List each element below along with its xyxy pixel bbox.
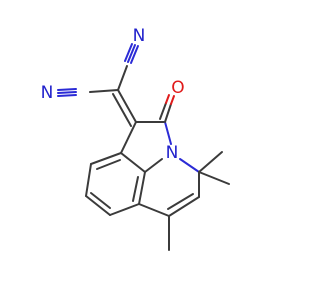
bond-triple-left-1	[57, 88, 77, 91]
bond-carbonyl-1	[164, 103, 172, 123]
bond-benz-4	[85, 195, 111, 216]
bond-triple-left-2	[57, 91, 77, 94]
benzene-ring	[85, 152, 146, 216]
bond-benz-5	[85, 163, 92, 197]
bond-benz-4-inner	[90, 192, 111, 209]
bond-carbonyl-o-2	[165, 94, 170, 104]
bond-c-cn-top	[117, 65, 128, 91]
bond-n-c4	[179, 158, 200, 173]
bond-c-cn-left	[89, 89, 119, 93]
bond-triple-left-3	[57, 94, 77, 97]
atom-nitrile-left-n: N	[41, 83, 54, 103]
bond-carbonyl-o-1	[170, 95, 175, 105]
bond-triple-top-1	[124, 43, 133, 62]
atom-nitrile-top-n: N	[133, 26, 146, 46]
bond-c6-c6a	[138, 203, 170, 217]
atom-ring-n: N	[166, 143, 179, 163]
bond-n-c9	[144, 158, 163, 173]
bond-carbonyl-2	[159, 102, 167, 120]
bond-benz-6-inner	[96, 159, 121, 170]
methyl-groups	[168, 151, 230, 251]
bond-benz-1	[120, 152, 146, 173]
bond-c2-c8a	[120, 121, 137, 154]
atom-carbonyl-o: O	[171, 78, 184, 98]
pyrrolidone-ring	[120, 121, 172, 173]
bond-c5-c6-double-1	[168, 196, 200, 217]
bond-exocyclic-double-2	[112, 93, 132, 127]
bond-exocyclic-double-1	[117, 89, 137, 123]
bond-c3-n	[164, 121, 172, 145]
chemical-structure-diagram: N N O N	[41, 26, 230, 251]
bond-methyl-gem-1	[198, 151, 223, 173]
bond-benz-3	[109, 203, 140, 216]
bond-triple-top-2	[127, 44, 136, 63]
carbonyl-group	[159, 94, 175, 123]
bond-benz-2	[138, 171, 146, 205]
bond-benz-2-inner	[132, 176, 139, 202]
nitrile-group-top	[117, 43, 139, 91]
bond-c5-c6-double-2	[167, 193, 194, 210]
bond-methyl-gem-2	[198, 171, 230, 185]
bond-triple-top-3	[130, 45, 139, 64]
nitrile-group-left	[57, 88, 119, 97]
dihydropyridine-ring	[138, 158, 200, 217]
bond-benz-6	[90, 152, 122, 165]
